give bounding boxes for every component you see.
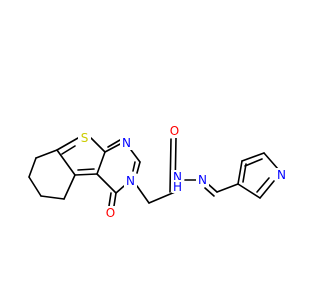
bond-pyridine-2-double <box>244 158 263 167</box>
bond-pyrimidine-n3-c4 <box>115 185 125 194</box>
bond-cyclohexane-5 <box>63 174 76 200</box>
atom-label-ring-oxygen: O <box>106 206 115 220</box>
bond-pyrimidine-c-n1 <box>104 142 123 153</box>
bond-ring-carbonyl-2 <box>108 192 112 207</box>
atom-label-hydrazone-nitrogen: N <box>198 173 207 187</box>
bond-ch2-carbonyl <box>148 191 176 204</box>
bond-pyrimidine-n1-c2 <box>130 149 141 163</box>
bond-pyridine-3 <box>263 152 279 170</box>
atom-label-pyridine-nitrogen: N <box>277 168 286 182</box>
bond-thiophene-fused <box>96 151 106 175</box>
bond-pyridine-4 <box>259 180 275 199</box>
bond-thiophene-s-c <box>90 137 106 153</box>
atom-label-pyrimidine-n1: N <box>122 136 131 150</box>
bond-pyridine-1-double <box>242 163 247 183</box>
bond-pyrimidine-c4-c4a <box>96 173 117 194</box>
bond-pyrimidine-c2-n3-double <box>132 161 136 172</box>
bond-pyridine-1 <box>237 160 243 185</box>
bond-pyridine-4-double <box>256 177 270 193</box>
bond-thiophene-c2-double <box>61 145 76 155</box>
bond-amide-co-2 <box>169 138 172 193</box>
bond-pyrimidine-c2-n3 <box>136 161 141 174</box>
bond-n3-ch2 <box>136 185 150 204</box>
bond-cyclohexane-3 <box>28 176 42 197</box>
bond-cyclohexane-2 <box>28 157 37 178</box>
atom-label-amide-oxygen: O <box>170 124 179 138</box>
bond-thiophene-c3-double <box>77 168 95 171</box>
atom-label-amide-nitrogen: N <box>173 170 182 184</box>
bond-cyclohexane-1 <box>35 149 58 159</box>
bond-cyclohexane-4 <box>40 195 65 200</box>
bond-pyrimidine-c-n1-double <box>107 139 121 148</box>
bond-ch-pyridine <box>216 183 239 193</box>
bond-n-ch-double <box>204 187 215 197</box>
bond-thiophene-c3 <box>74 173 98 176</box>
bond-thiophene-c-s <box>56 137 79 151</box>
atom-label-sulfur: S <box>81 131 89 145</box>
atom-label-pyrimidine-n3: N <box>126 174 135 188</box>
atom-label-amide-hydrogen: H <box>173 180 182 194</box>
bond-ring-carbonyl-1 <box>113 192 117 207</box>
molecule-structure-diagram: S N N O O N H N N <box>28 124 288 220</box>
atom-labels: S N N O O N H N N <box>78 124 288 220</box>
bond-n-ch <box>207 183 218 193</box>
bond-cyclohexane-6 <box>56 149 76 176</box>
bond-pyridine-2 <box>241 152 265 162</box>
bonds <box>28 137 279 207</box>
bond-pyridine-5 <box>237 183 261 199</box>
